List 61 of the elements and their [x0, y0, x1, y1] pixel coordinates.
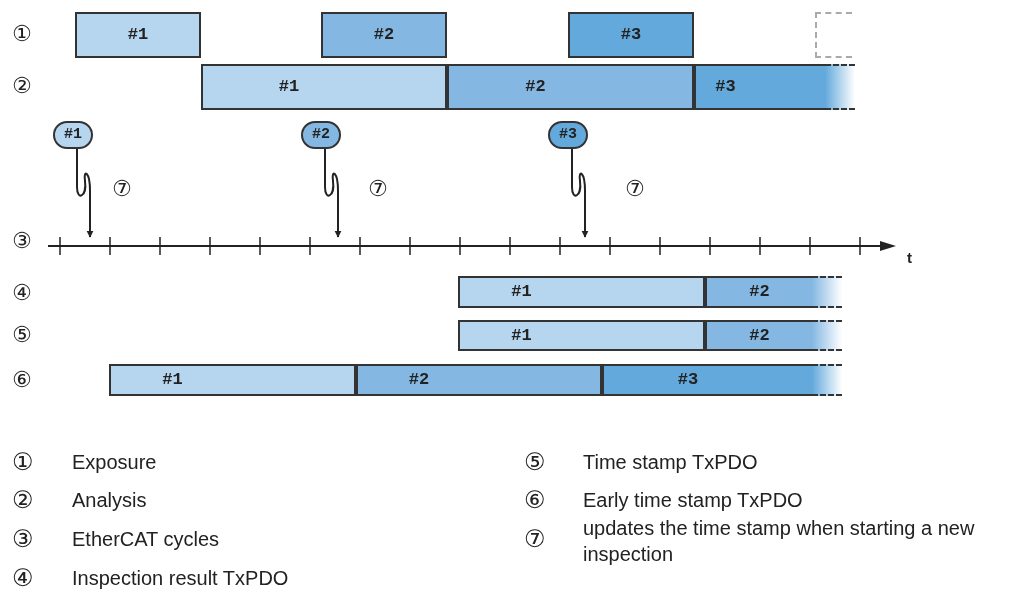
key-text: updates the time stamp when starting a new inspection	[583, 516, 976, 567]
bubble-label: #2	[312, 124, 330, 145]
squiggle-arrow	[571, 148, 589, 238]
marker-bubble	[53, 121, 93, 149]
marker-bubble	[301, 121, 341, 149]
callout-number: ②	[12, 75, 32, 97]
key-text: Time stamp TxPDO	[583, 452, 758, 472]
key-text: Early time stamp TxPDO	[583, 490, 803, 510]
callout-number: ⑤	[524, 450, 546, 474]
key-text: EtherCAT cycles	[72, 529, 220, 549]
time-bar	[109, 364, 356, 396]
bubble-label: #1	[64, 124, 82, 145]
bar-label: #2	[408, 369, 430, 392]
time-bar	[321, 12, 447, 58]
callout-number: ①	[12, 450, 34, 474]
key-text: Exposure	[72, 452, 157, 472]
bar-label: #1	[511, 324, 532, 347]
squiggle-arrow	[324, 148, 342, 238]
axis-label: t	[907, 250, 912, 265]
callout-number: ③	[12, 230, 32, 252]
bar-label: #2	[373, 24, 395, 47]
time-bar	[356, 364, 602, 396]
bar-label: #3	[715, 76, 736, 99]
callout-number: ④	[12, 566, 34, 590]
time-bar	[75, 12, 201, 58]
callout-number: ⑥	[524, 488, 546, 512]
time-bar	[705, 320, 812, 351]
bar-label: #1	[127, 24, 149, 47]
callout-number: ⑥	[12, 369, 32, 391]
callout-number: ⑦	[524, 527, 546, 551]
bubble-label: #3	[559, 124, 577, 145]
time-bar	[201, 64, 447, 110]
bar-label: #2	[525, 76, 546, 99]
callout-number: ②	[12, 488, 34, 512]
callout-number: ⑦	[368, 178, 388, 200]
key-text: Analysis	[72, 490, 147, 510]
marker-bubble	[548, 121, 588, 149]
callout-number: ①	[12, 23, 32, 45]
dashed-placeholder-box	[815, 12, 852, 58]
callout-number: ③	[12, 527, 34, 551]
time-bar	[568, 12, 694, 58]
bar-label: #3	[620, 24, 642, 47]
time-bar	[694, 64, 825, 110]
time-bar	[458, 276, 705, 308]
time-bar	[602, 364, 812, 396]
key-text: Inspection result TxPDO	[72, 568, 289, 588]
callout-number: ⑤	[12, 324, 32, 346]
callout-number: ④	[12, 282, 32, 304]
bar-label: #3	[677, 369, 699, 392]
callout-number: ⑦	[112, 178, 132, 200]
time-bar	[705, 276, 812, 308]
time-bar	[458, 320, 705, 351]
bar-label: #2	[749, 324, 770, 347]
squiggle-arrow	[76, 148, 94, 238]
bar-label: #1	[278, 76, 300, 99]
time-bar	[447, 64, 694, 110]
bar-label: #1	[162, 369, 183, 392]
time-axis	[48, 237, 896, 255]
bar-label: #2	[749, 281, 770, 304]
bar-label: #1	[511, 281, 532, 304]
callout-number: ⑦	[625, 178, 645, 200]
